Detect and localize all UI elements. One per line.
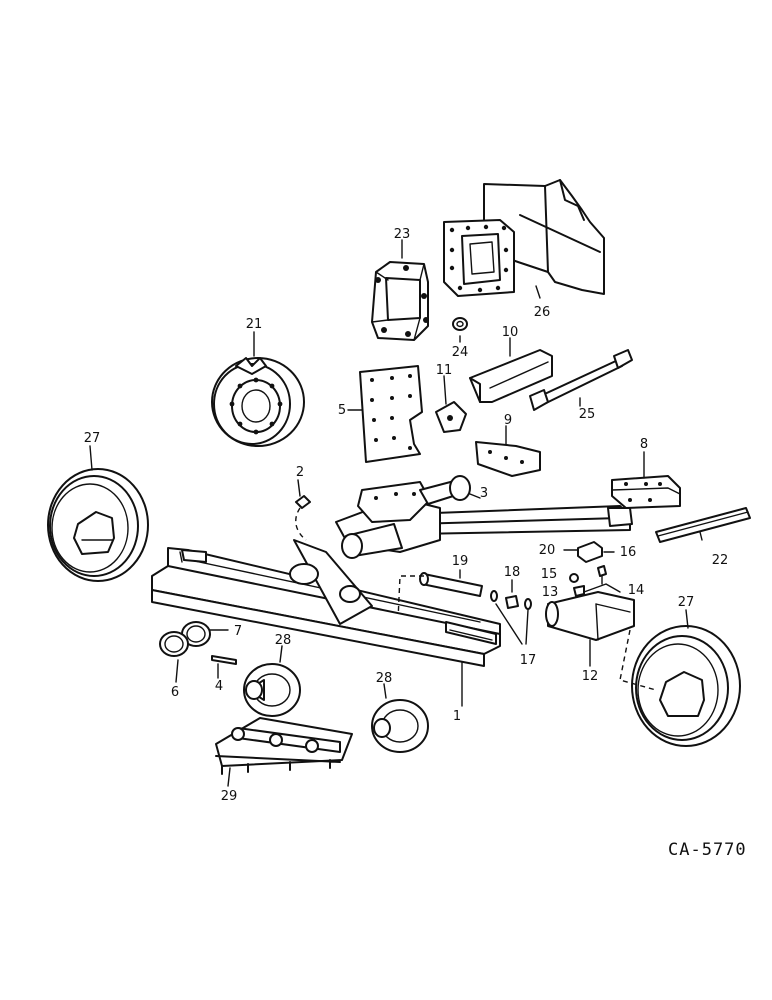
part-25-shaft [529,349,633,411]
part-24-nut [452,317,468,331]
part-13-fitting [573,585,585,597]
part-28-roller-right [371,699,429,753]
callout-15: 15 [541,567,558,582]
part-12-yoke [545,591,635,641]
callout-21: 21 [246,317,263,332]
callout-1: 1 [453,709,461,724]
part-2-fitting [295,495,311,541]
part-21-brake-drum [211,357,305,447]
callout-2: 2 [296,465,304,480]
part-6-seal [159,631,189,657]
callout-12: 12 [582,669,599,684]
part-16-fitting [597,565,607,585]
callout-17: 17 [520,653,537,668]
part-10-cover-plate [469,349,553,403]
callout-11: 11 [436,363,453,378]
callout-28-right: 28 [376,671,393,686]
part-19-pin [397,572,483,621]
callout-22: 22 [712,553,729,568]
part-27-idler-right [619,625,741,747]
part-3-equalizer-assembly [335,475,633,559]
callout-14: 14 [628,583,645,598]
part-14-leader [583,583,621,593]
callout-4: 4 [215,679,223,694]
drawing-code: CA-5770 [668,840,747,860]
callout-26: 26 [534,305,551,320]
part-29-track-shoe [215,717,353,775]
callout-28-left: 28 [275,633,292,648]
part-5-plate [359,365,423,463]
part-11-bracket [435,401,467,433]
callout-13: 13 [542,585,559,600]
part-1-track-frame [151,539,501,667]
part-27-idler-left [47,468,149,582]
callout-3: 3 [480,486,488,501]
part-9-bracket [475,441,541,477]
callout-7: 7 [234,624,242,639]
leader-lines [89,239,703,787]
callout-8: 8 [640,437,648,452]
callout-9: 9 [504,413,512,428]
callout-19: 19 [452,554,469,569]
callout-27-right: 27 [678,595,695,610]
part-8-mounting-bracket [611,475,681,509]
callout-5: 5 [338,403,346,418]
part-28-roller-left [243,663,301,717]
callout-27-left: 27 [84,431,101,446]
part-26-housing [443,179,605,297]
callout-23: 23 [394,227,411,242]
callout-24: 24 [452,345,469,360]
part-7-seal [181,621,229,647]
part-15-fitting [569,573,579,583]
part-18-bushing [505,595,519,609]
callout-25: 25 [579,407,596,422]
part-22-bar [655,507,751,543]
callout-29: 29 [221,789,238,804]
part-4-pin [211,655,237,665]
callout-18: 18 [504,565,521,580]
callout-20: 20 [539,543,556,558]
part-17-rings [490,590,532,645]
callout-16: 16 [620,545,637,560]
part-23-housing-block [371,261,429,341]
callout-10: 10 [502,325,519,340]
part-20-block [577,541,603,563]
callout-6: 6 [171,685,179,700]
